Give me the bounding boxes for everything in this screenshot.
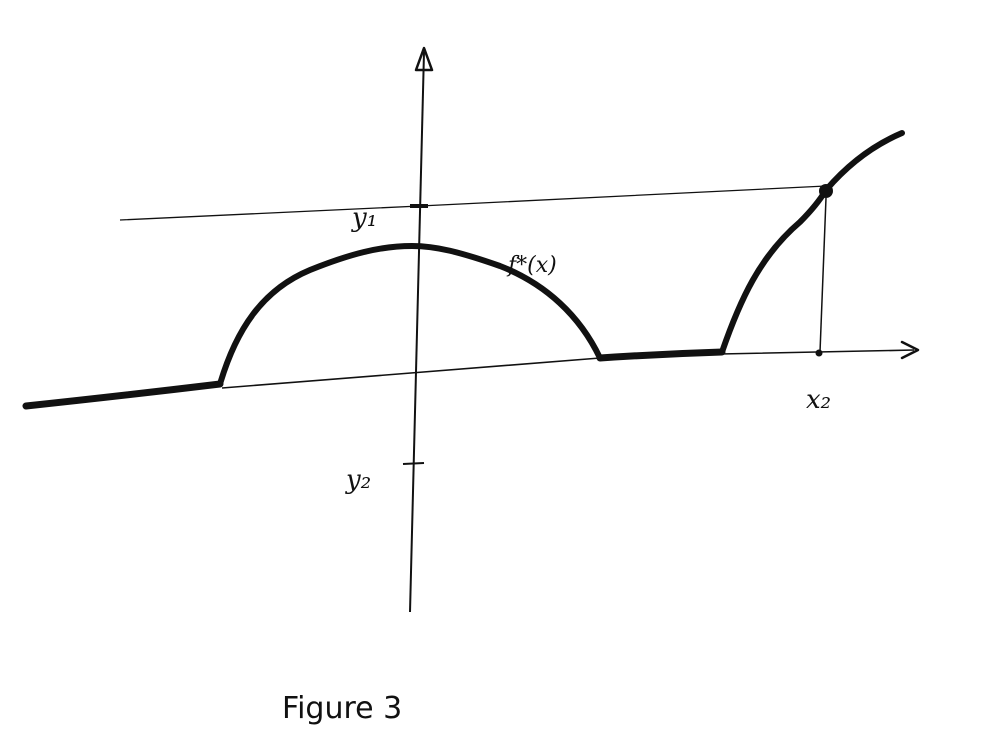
x2-dropline: [819, 197, 827, 353]
x-axis-arrow-icon: [900, 340, 920, 360]
intersection-point: [819, 184, 833, 198]
y2-label: y₂: [345, 465, 371, 495]
curve-f-star: [22, 130, 905, 410]
y-axis: [409, 46, 434, 613]
y1-label: y₁: [351, 203, 377, 233]
y2-tick: [402, 462, 425, 465]
x-axis: [221, 340, 920, 389]
figure-caption: Figure 3: [282, 691, 402, 726]
x2-label: x₂: [806, 385, 831, 415]
y-axis-arrow-icon: [414, 46, 434, 72]
x2-tick-dot: [815, 349, 823, 357]
curve-label: f*(x): [506, 253, 557, 278]
y1-horizontal-line: [119, 185, 827, 221]
